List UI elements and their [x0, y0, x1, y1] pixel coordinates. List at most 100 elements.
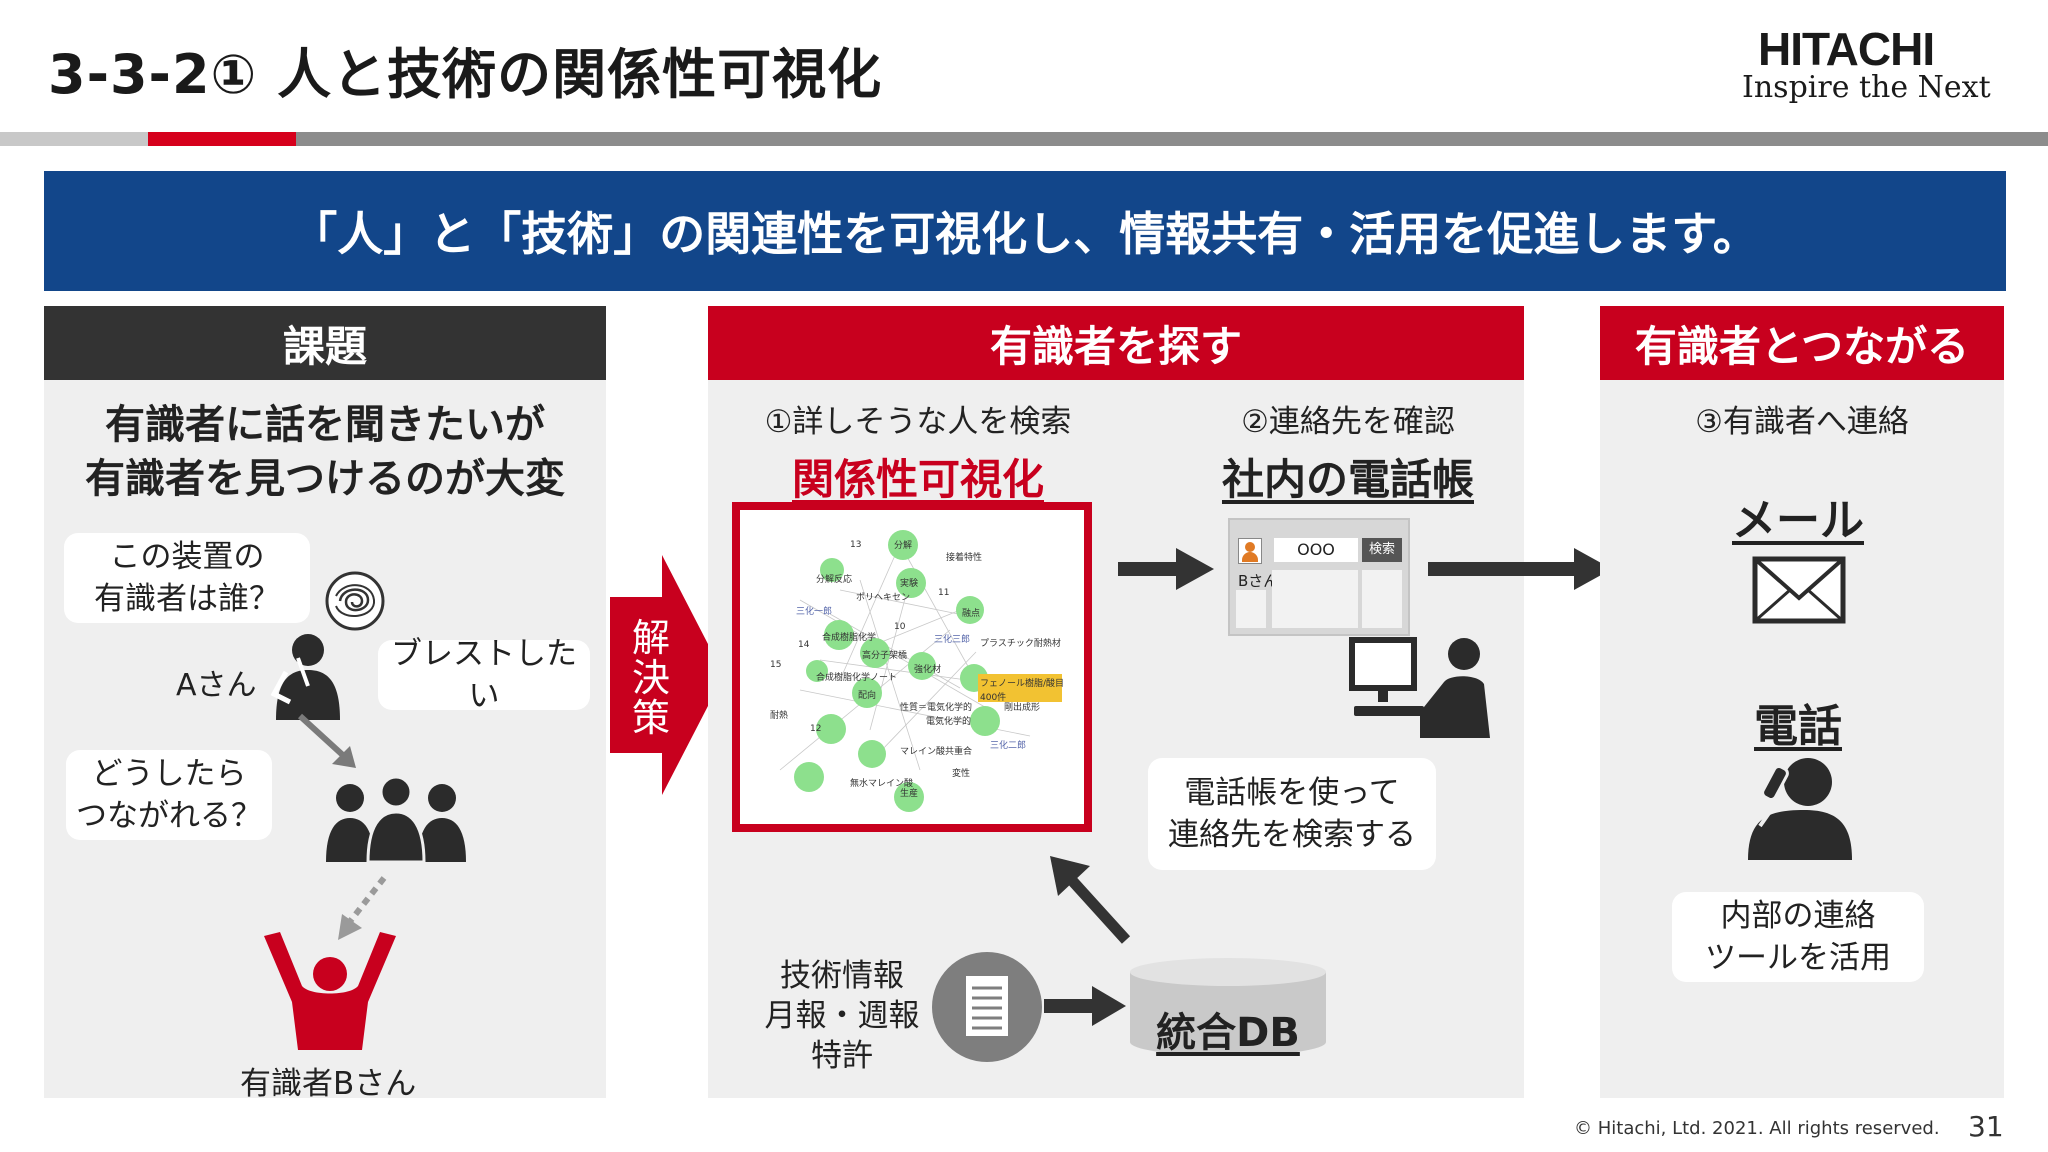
bubble-phonebook-line1: 電話帳を使って	[1184, 775, 1400, 811]
phonebook-search-button[interactable]: 検索	[1362, 538, 1402, 562]
graph-label: 耐熱	[770, 711, 789, 721]
graph-number: 12	[810, 724, 822, 734]
bubble-tool-line2: ツールを活用	[1705, 940, 1891, 976]
graph-label: 性質＝電気化学的	[900, 703, 973, 713]
graph-label: 剛出成形	[1004, 703, 1041, 713]
phonebook-side-panel	[1362, 570, 1402, 628]
database-icon	[1130, 958, 1326, 1056]
dotted-arrow-icon	[338, 876, 387, 940]
arrow-up-left-icon	[1050, 856, 1131, 944]
slide-title: 3-3-2① 人と技術の関係性可視化	[48, 43, 883, 106]
graph-label: プラスチック耐熱材	[980, 639, 1061, 649]
bubble-tool-line1: 内部の連絡	[1720, 898, 1876, 934]
graph-label: 400件	[980, 693, 1007, 703]
bubble-internal-tool: 内部の連絡 ツールを活用	[1672, 892, 1924, 982]
arrow-right-icon	[1428, 548, 1612, 590]
graph-number: 11	[938, 588, 950, 598]
envelope-icon	[1752, 556, 1846, 624]
bubble-device-expert: この装置の 有識者は誰？	[64, 533, 310, 623]
graph-node[interactable]	[970, 706, 1000, 736]
sources-line3: 特許	[811, 1038, 873, 1074]
graph-node[interactable]	[956, 596, 984, 624]
phonebook-result-panel	[1236, 590, 1266, 628]
user-avatar-icon	[1238, 538, 1262, 564]
connect-header: 有識者とつながる	[1600, 306, 2004, 380]
problem-headline-2: 有識者を見つけるのが大変	[85, 456, 565, 502]
summary-banner: 「人」と「技術」の関連性を可視化し、情報共有・活用を促進します。	[44, 171, 2006, 291]
step3-label: ③有識者へ連絡	[1695, 404, 1909, 440]
arrow-right-icon	[1118, 548, 1214, 590]
bubble-connect-line1: どうしたら	[91, 756, 247, 792]
bubble-phonebook: 電話帳を使って 連絡先を検索する	[1148, 758, 1436, 870]
graph-node[interactable]	[816, 714, 846, 744]
graph-label: 強化材	[914, 665, 942, 675]
graph-label: 三化三郎	[934, 635, 971, 645]
graph-node[interactable]	[794, 762, 824, 792]
graph-node[interactable]	[860, 638, 890, 668]
header-rule-light	[0, 132, 148, 146]
tangled-thought-icon	[325, 571, 385, 631]
graph-label: 分解反応	[816, 575, 853, 585]
logo-tagline: Inspire the Next	[1742, 70, 1991, 105]
graph-node[interactable]	[806, 660, 828, 682]
graph-label: 実験	[900, 579, 919, 589]
bubble-connect-line2: つながれる？	[76, 798, 262, 834]
solution-label: 解決策	[632, 616, 671, 740]
document-icon	[932, 952, 1042, 1062]
computer-user-icon	[1349, 637, 1490, 738]
graph-node[interactable]	[820, 558, 844, 582]
graph-node[interactable]	[896, 568, 926, 598]
page-number: 31	[1968, 1110, 2004, 1143]
graph-highlight	[978, 674, 1062, 702]
graph-label: ポリヘキセン	[856, 593, 911, 603]
graph-node[interactable]	[824, 620, 854, 650]
graph-label: 三化二郎	[990, 741, 1027, 751]
phone-person-icon	[1748, 758, 1852, 860]
hitachi-logo: HITACHI	[1758, 23, 1935, 75]
step2-title: 社内の電話帳	[1221, 455, 1474, 504]
arrow-right-icon	[1044, 986, 1126, 1026]
step2-label: ②連絡先を確認	[1241, 404, 1455, 440]
step1-title: 関係性可視化	[791, 455, 1044, 504]
phone-label: 電話	[1754, 701, 1842, 752]
graph-label: 融点	[962, 609, 981, 619]
raised-arms-person-icon	[264, 932, 396, 1050]
bubble-brainstorm: ブレストしたい	[378, 636, 590, 714]
graph-label: 三化一郎	[796, 607, 833, 617]
graph-label: 無水マレイン酸	[850, 779, 914, 789]
graph-label: 電気化学的	[926, 717, 972, 727]
graph-number: 15	[770, 660, 782, 670]
graph-node[interactable]	[908, 652, 936, 680]
graph-label: フェノール樹脂/酸目	[980, 679, 1065, 689]
graph-node[interactable]	[858, 740, 886, 768]
sources-line1: 技術情報	[780, 958, 904, 994]
bubble-device-line2: 有識者は誰？	[94, 581, 280, 617]
graph-number: 13	[850, 540, 862, 550]
graph-label: 分解	[894, 541, 913, 551]
relationship-graph[interactable]: 分解 接着特性 分解反応 実験 ポリヘキセン 三化一郎 融点 合成樹脂化学 三化…	[732, 502, 1092, 832]
problem-header: 課題	[44, 306, 606, 380]
arrow-down-right-icon	[297, 713, 356, 768]
phonebook-content-panel	[1272, 570, 1358, 628]
step1-label: ①詳しそうな人を検索	[764, 404, 1072, 440]
graph-label: 高分子架橋	[862, 651, 908, 661]
graph-label: 合成樹脂化学	[822, 633, 877, 643]
header-rule	[0, 132, 2048, 146]
find-expert-header: 有識者を探す	[708, 306, 1524, 380]
graph-node[interactable]	[894, 782, 924, 812]
graph-node[interactable]	[852, 678, 882, 708]
phonebook-result-name[interactable]: Bさん	[1238, 572, 1279, 590]
graph-number: 10	[894, 622, 906, 632]
graph-label: 生産	[900, 789, 919, 799]
graph-number: 14	[798, 640, 810, 650]
bubble-device-line1: この装置の	[109, 539, 265, 575]
sources-line2: 月報・週報	[764, 998, 920, 1034]
graph-node[interactable]	[888, 530, 918, 560]
bubble-phonebook-line2: 連絡先を検索する	[1168, 817, 1416, 853]
db-label: 統合DB	[1156, 1010, 1300, 1056]
phonebook-search-input[interactable]: OOO	[1274, 538, 1358, 562]
frustrated-person-icon	[270, 634, 340, 720]
graph-label: マレイン酸共重合	[900, 747, 973, 757]
person-b-label: 有識者Bさん	[240, 1066, 417, 1102]
graph-label: 変性	[952, 769, 971, 779]
